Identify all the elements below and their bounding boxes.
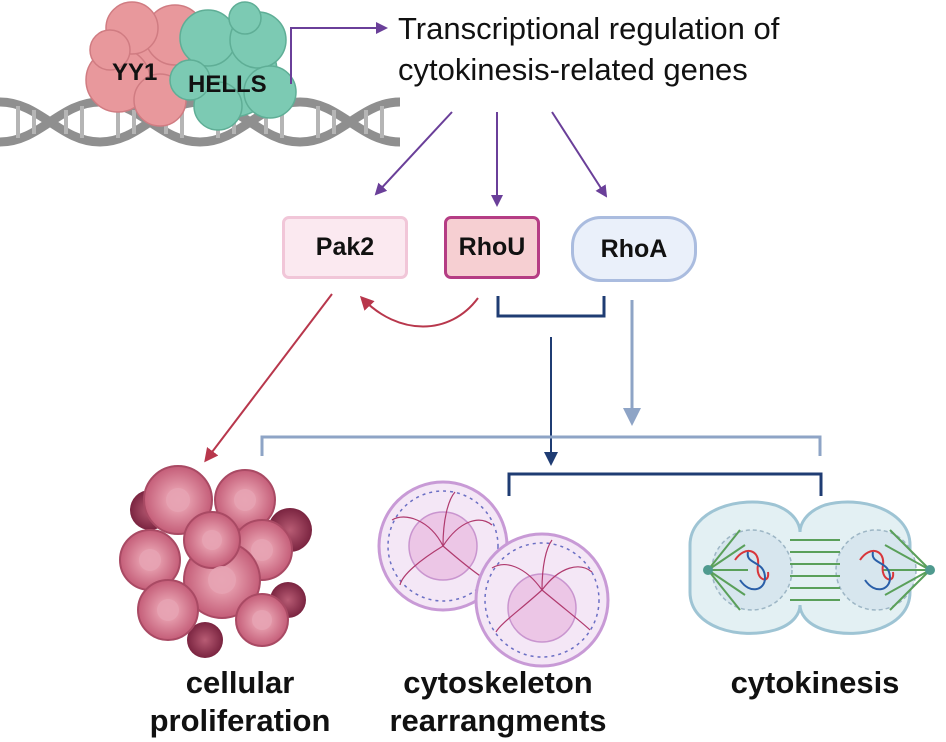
proliferation-label: cellular proliferation [120,664,360,740]
pak2-label: Pak2 [315,233,375,261]
rhou-to-pak2-arrow [359,295,479,328]
rhou-label: RhoU [458,233,526,261]
cytokinesis-label-line1: cytokinesis [730,665,900,700]
proliferation-label-line2: proliferation [149,703,331,738]
rhou-rhoa-bracket [496,296,606,318]
outcomes-bracket [260,435,822,456]
pak2-node: Pak2 [282,216,408,279]
dividing-cell-icon [688,500,935,635]
arrow-to-rhoa [551,111,608,198]
regulation-heading: Transcriptional regulation of cytokinesi… [398,8,938,90]
rhoa-node: RhoA [571,216,697,282]
yy1-label: YY1 [112,59,157,86]
cytoskeleton-label: cytoskeleton rearrangments [368,664,628,740]
cytoskeleton-label-line1: cytoskeleton [403,665,593,700]
regulation-heading-line2: cytokinesis-related genes [398,52,748,87]
cytoskeleton-cytokinesis-bracket [507,472,823,496]
tumor-cell-cluster-icon [119,465,312,658]
complex-to-regulation-arrow [290,22,388,84]
cytoskeleton-cells-icon [377,480,610,668]
rhoa-label: RhoA [600,234,668,263]
hells-label: HELLS [188,71,267,98]
pak2-to-proliferation-arrow [204,293,333,463]
regulation-heading-line1: Transcriptional regulation of [398,11,780,46]
cytoskeleton-label-line2: rearrangments [389,703,607,738]
protein-complex-icon: YY1 HELLS [85,1,297,131]
arrow-to-pak2 [374,111,453,196]
proliferation-label-line1: cellular [185,665,295,700]
cytokinesis-label: cytokinesis [700,664,930,702]
rhou-node: RhoU [444,216,540,279]
